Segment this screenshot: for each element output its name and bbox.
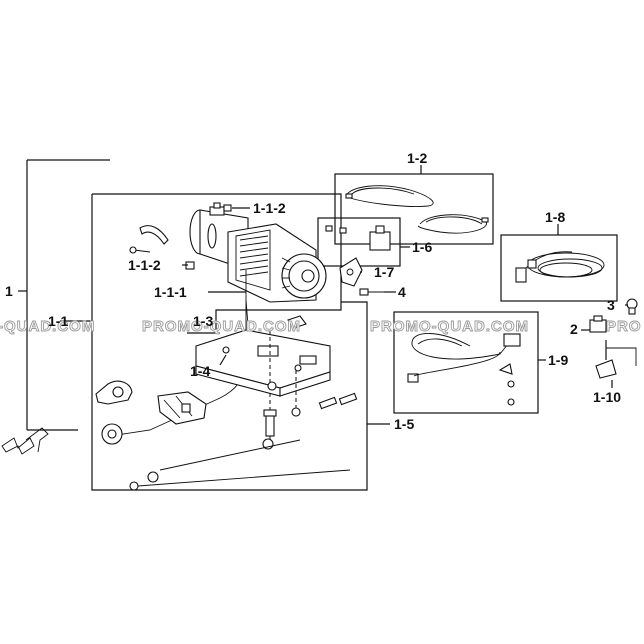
box-1-5	[187, 302, 342, 334]
bolts-and-nuts	[129, 381, 358, 491]
label-1-1: 1-1	[48, 313, 68, 329]
cables-1-2	[345, 185, 489, 234]
label-1-8: 1-8	[545, 209, 565, 225]
label-1-7: 1-7	[374, 264, 394, 280]
winch-small-parts	[129, 204, 232, 270]
part-1-6-switch	[325, 225, 391, 251]
label-1-10: 1-10	[593, 389, 621, 405]
watermark-center: PROMO-QUAD.COM	[142, 318, 301, 335]
label-4: 4	[398, 284, 406, 300]
winch-cable-hook	[95, 270, 251, 445]
parts-2-3-1-10	[589, 298, 638, 379]
label-1-1-2-left: 1-1-2	[128, 257, 161, 273]
label-2: 2	[570, 321, 578, 337]
box-1-8	[500, 234, 618, 302]
label-3: 3	[607, 297, 615, 313]
label-1-2: 1-2	[407, 150, 427, 166]
label-1-9: 1-9	[548, 352, 568, 368]
fairlead	[157, 391, 207, 425]
label-1-5: 1-5	[394, 416, 414, 432]
front-arrow-icon	[1, 427, 49, 455]
watermark-right-b: PRO	[606, 318, 642, 335]
callout-labels: 1 1-1 1-1-1 1-1-2 1-1-2 1-2 1-3 1-4 1-5 …	[5, 150, 621, 432]
label-1: 1	[5, 283, 13, 299]
part-1-7-bracket	[339, 257, 386, 296]
assembly-1-bracket	[18, 159, 110, 431]
watermark-left: -QUAD.COM	[0, 318, 95, 335]
label-1-1-1: 1-1-1	[154, 284, 187, 300]
leader-lines	[182, 207, 628, 425]
label-1-4: 1-4	[190, 363, 210, 379]
mounting-plate	[195, 315, 331, 445]
harness-1-9	[407, 333, 521, 406]
watermark: -QUAD.COM PROMO-QUAD.COM PROMO-QUAD.COM …	[0, 318, 642, 336]
winch-drum	[227, 223, 327, 303]
box-1-2	[334, 173, 494, 245]
box-1-9	[393, 311, 539, 414]
watermark-right-a: PROMO-QUAD.COM	[370, 318, 529, 335]
box-1-1	[91, 193, 368, 491]
label-1-6: 1-6	[412, 239, 432, 255]
label-1-3: 1-3	[193, 313, 213, 329]
label-1-1-2-top: 1-1-2	[253, 200, 286, 216]
harness-1-8	[515, 251, 605, 283]
